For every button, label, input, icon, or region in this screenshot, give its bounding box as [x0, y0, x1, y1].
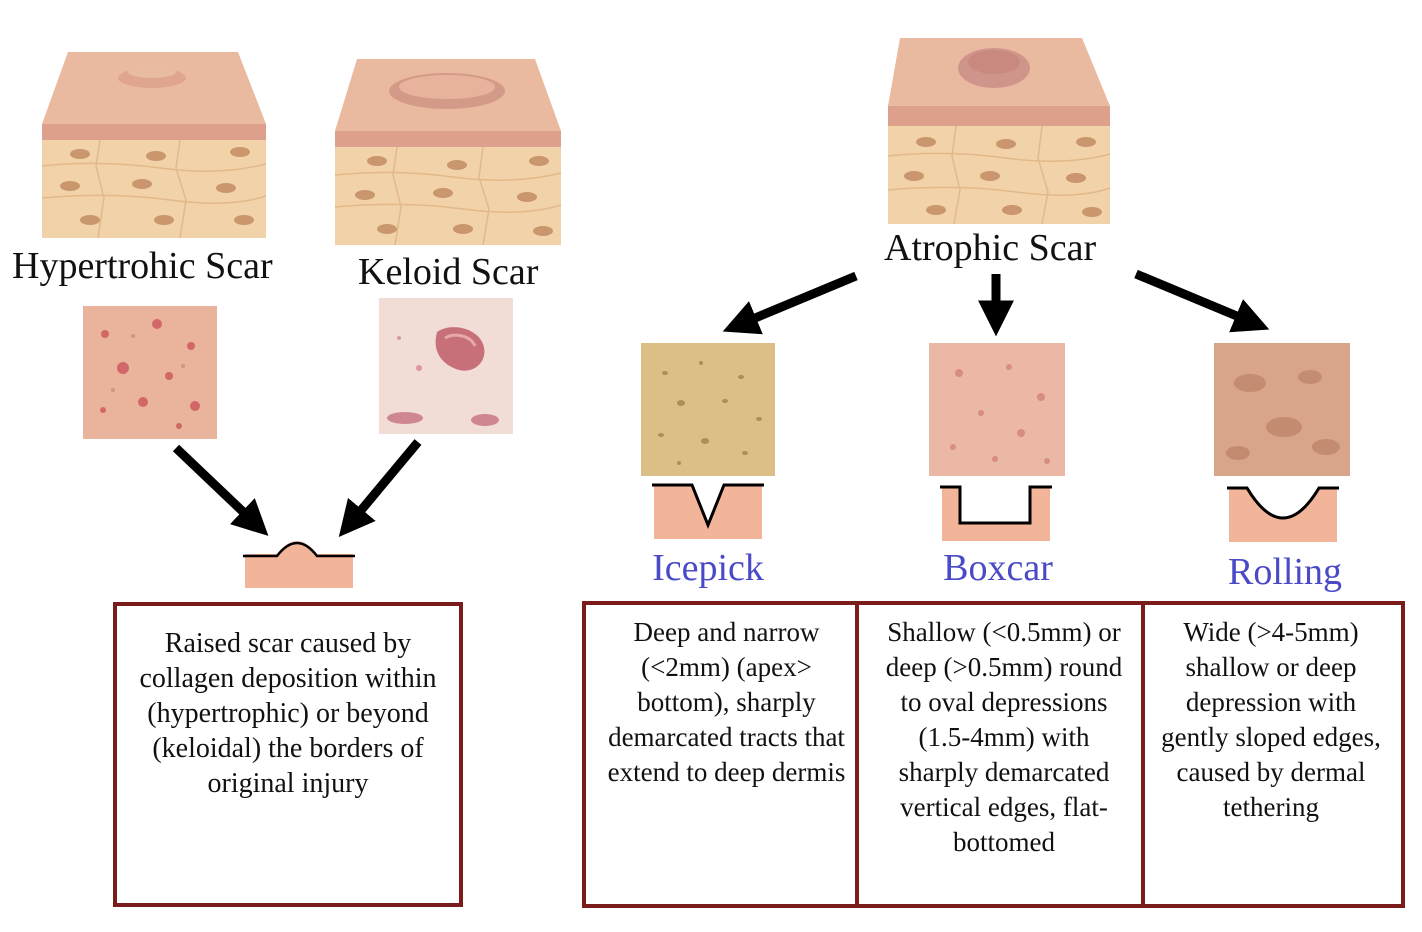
atrophic-skin-block	[886, 34, 1112, 226]
atrophic-description-table: Deep and narrow (<2mm) (apex> bottom), s…	[582, 601, 1405, 908]
rolling-label: Rolling	[1227, 551, 1343, 593]
rolling-photo	[1214, 343, 1350, 476]
atrophic-label: Atrophic Scar	[884, 227, 1097, 269]
icepick-label: Icepick	[652, 547, 764, 589]
cell-divider	[1141, 605, 1145, 904]
arrow-keloid	[338, 439, 422, 538]
keloid-photo	[379, 298, 513, 434]
boxcar-description: Shallow (<0.5mm) or deep (>0.5mm) round …	[885, 617, 1123, 857]
arrow-to-icepick	[722, 271, 858, 335]
raised-description: Raised scar caused by collagen depositio…	[139, 628, 437, 799]
boxcar-label: Boxcar	[943, 547, 1053, 589]
rolling-profile-icon	[1227, 484, 1339, 544]
icepick-description: Deep and narrow (<2mm) (apex> bottom), s…	[607, 617, 846, 787]
hypertrophic-skin-block	[40, 48, 268, 240]
raised-profile-icon	[243, 534, 355, 590]
icepick-photo	[641, 343, 775, 476]
rolling-description: Wide (>4-5mm) shallow or deep depression…	[1161, 617, 1381, 822]
hypertrophic-photo	[83, 306, 217, 439]
arrow-to-rolling	[1134, 269, 1270, 333]
keloid-label: Keloid Scar	[358, 251, 539, 293]
cell-divider	[855, 605, 859, 904]
keloid-skin-block	[333, 55, 563, 247]
hypertrophic-label: Hypertrohic Scar	[12, 245, 273, 287]
arrow-hypertrophic	[172, 444, 269, 536]
icepick-profile-icon	[652, 481, 764, 541]
raised-description-box: Raised scar caused by collagen depositio…	[113, 602, 463, 907]
boxcar-profile-icon	[940, 483, 1052, 543]
boxcar-photo	[929, 343, 1065, 476]
